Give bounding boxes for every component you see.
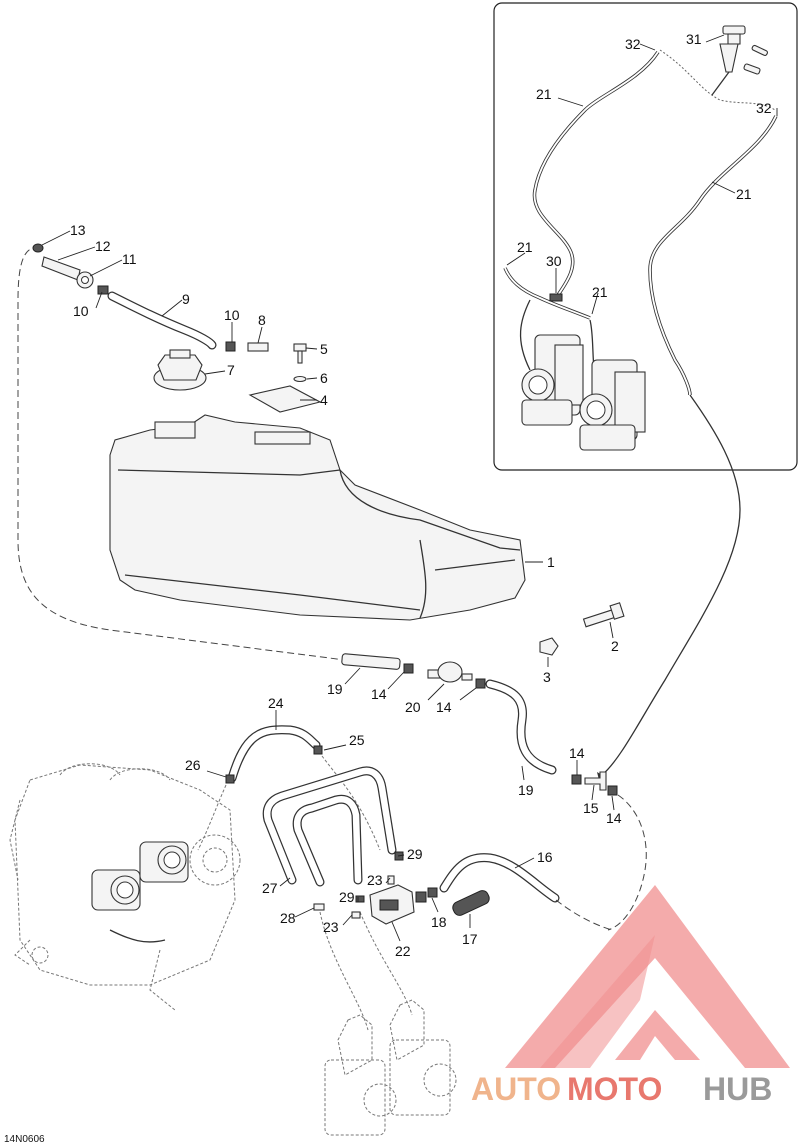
fuel-cap [153,349,207,391]
callout-7: 7 [227,362,235,378]
callout-8: 8 [258,312,266,328]
callout-14-a: 14 [371,686,387,702]
callout-2: 2 [611,638,619,654]
callout-23-upper: 23 [367,872,383,888]
mounting-bolt [582,602,625,628]
impulse-hoses [197,725,413,1031]
screw-and-washer [293,343,307,383]
callout-22: 22 [395,943,411,959]
callout-13: 13 [70,222,86,238]
callout-18: 18 [431,914,447,930]
callout-23-lower: 23 [323,919,339,935]
gasket-plate [248,385,322,413]
primer-pump [711,25,768,96]
automotohub-watermark: AUTO MOTO HUB [471,885,790,1107]
watermark-text-auto: AUTO [471,1071,561,1107]
supply-hoses [341,653,647,931]
outlet-hose [427,853,613,931]
watermark-logo-triangle [505,885,790,1068]
callout-10-right: 10 [224,307,240,323]
callout-14-c: 14 [569,745,585,761]
callout-29-upper: 29 [407,846,423,862]
callout-29-lower: 29 [339,889,355,905]
callout-11: 11 [122,251,137,267]
return-line-dashed [17,247,346,661]
nut [539,637,559,656]
callout-17: 17 [462,931,478,947]
callout-9: 9 [182,291,190,307]
callout-32-right: 32 [756,100,772,116]
inline-strainer [452,890,490,916]
callout-32-top: 32 [625,36,641,52]
callout-25: 25 [349,732,365,748]
callout-15: 15 [583,800,599,816]
callout-14-b: 14 [436,699,452,715]
callout-27: 27 [262,880,278,896]
fuel-tank [109,414,526,621]
callout-30: 30 [546,253,562,269]
callout-21-lower-left: 21 [517,239,533,255]
primer-line-to-tee [601,394,741,776]
callout-6: 6 [320,370,328,386]
callout-21-upper-left: 21 [536,86,552,102]
callout-21-lower-right: 21 [592,284,608,300]
callout-3: 3 [543,669,551,685]
callout-19-upper: 19 [327,681,343,697]
callout-1: 1 [547,554,555,570]
fuel-filter [427,661,473,683]
primer-tee-connector [549,293,563,302]
callout-19-lower: 19 [518,782,534,798]
callout-24: 24 [268,695,284,711]
callout-31: 31 [686,31,702,47]
fuel-pump [351,875,427,925]
callout-20: 20 [405,699,421,715]
engine-block-reference [9,763,241,1011]
diagram-code: 14N0606 [4,1134,45,1145]
callout-5: 5 [320,341,328,357]
bottom-carburetors [324,999,457,1136]
callout-28: 28 [280,910,296,926]
watermark-text-moto: MOTO [567,1071,662,1107]
callout-10-left: 10 [73,303,89,319]
callout-14-d: 14 [606,810,622,826]
callout-21-right: 21 [736,186,752,202]
inset-carburetors [521,334,646,451]
callout-4: 4 [320,392,328,408]
callout-26: 26 [185,757,201,773]
watermark-text-hub: HUB [703,1071,772,1107]
return-fittings [32,243,269,352]
primer-inset-panel: 32 31 32 21 21 21 30 21 [493,2,798,471]
callout-12: 12 [95,238,111,254]
callout-16: 16 [537,849,553,865]
